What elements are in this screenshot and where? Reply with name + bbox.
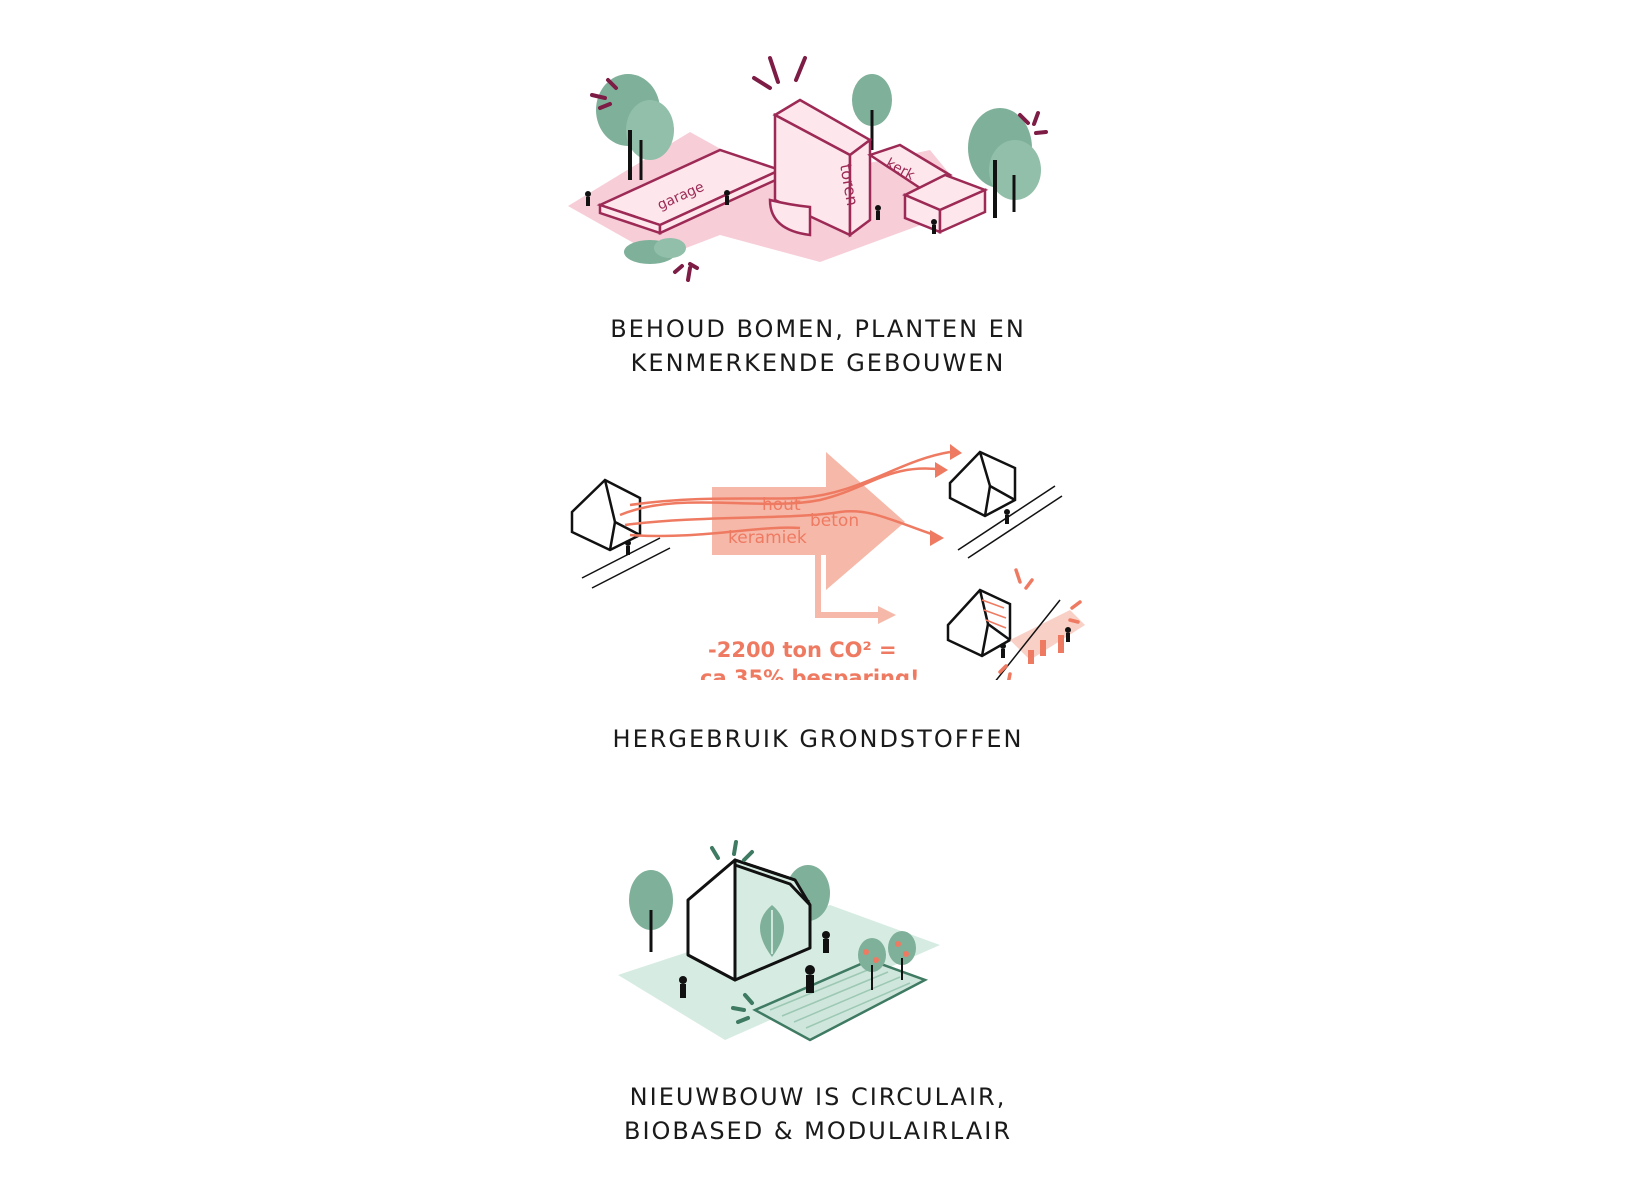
tree-left: [596, 74, 674, 180]
people-panel3: [679, 931, 830, 998]
house-target-bottom: [946, 588, 1012, 658]
illustration-behoud: garage toren kerk: [568, 56, 1048, 282]
tree-right: [968, 108, 1041, 218]
saving-line2: ca 35% besparing!: [700, 666, 920, 680]
saving-line1: -2200 ton CO² =: [708, 638, 897, 662]
people: [585, 190, 937, 234]
caption-nieuwbouw-line1: NIEUWBOUW IS CIRCULAIR,: [629, 1083, 1007, 1111]
reuse-ground: [1010, 610, 1085, 660]
caption-behoud: BEHOUD BOMEN, PLANTEN EN KENMERKENDE GEB…: [0, 312, 1636, 380]
side-arrow: [815, 555, 880, 618]
label-keramiek: keramiek: [728, 528, 807, 548]
big-arrow: [712, 452, 905, 590]
emphasis-ticks: [590, 56, 1048, 282]
flow-arrowheads: [930, 444, 962, 546]
tree-left: [629, 870, 673, 952]
caption-hergebruik: HERGEBRUIK GRONDSTOFFEN: [0, 722, 1636, 756]
reuse-ticks: [998, 568, 1082, 680]
illustration-hergebruik: hout beton keramiek: [570, 444, 1085, 680]
fruit-trees: [858, 931, 916, 990]
shrub: [624, 238, 686, 264]
caption-nieuwbouw-line2: BIOBASED & MODULAIRLAIR: [624, 1117, 1012, 1145]
emphasis-ticks: [710, 840, 754, 1024]
label-hout: hout: [762, 495, 801, 515]
road-source: [581, 537, 671, 589]
caption-hergebruik-text: HERGEBRUIK GRONDSTOFFEN: [612, 725, 1024, 753]
building-garage: [596, 148, 784, 235]
reuse-items: [1028, 635, 1064, 664]
panel-nieuwbouw: NIEUWBOUW IS CIRCULAIR, BIOBASED & MODUL…: [0, 830, 1636, 1170]
flow-lines: [619, 450, 951, 539]
garden-rows: [769, 966, 911, 1029]
house-source: [570, 478, 642, 552]
house-target-top: [948, 450, 1017, 518]
reuse-hatch: [981, 599, 1007, 629]
building-toren: [768, 98, 873, 238]
ground-plane: [618, 905, 940, 1040]
people-panel2: [625, 509, 1071, 658]
panel-behoud: garage toren kerk: [0, 0, 1636, 380]
panel-hergebruik: hout beton keramiek: [0, 420, 1636, 760]
tree-middle: [852, 74, 892, 150]
label-beton: beton: [810, 511, 859, 531]
caption-behoud-line1: BEHOUD BOMEN, PLANTEN EN: [610, 315, 1026, 343]
caption-nieuwbouw: NIEUWBOUW IS CIRCULAIR, BIOBASED & MODUL…: [0, 1080, 1636, 1148]
caption-behoud-line2: KENMERKENDE GEBOUWEN: [630, 349, 1006, 377]
illustration-nieuwbouw: [618, 840, 940, 1042]
road-target-bottom: [995, 599, 1061, 680]
